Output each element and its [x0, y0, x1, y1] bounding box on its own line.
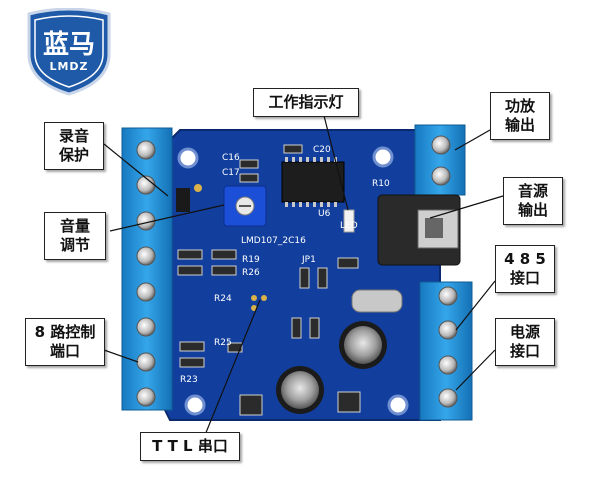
silk-r23: R23	[180, 375, 198, 385]
silk-r19: R19	[242, 255, 260, 265]
silk-u6: U6	[318, 209, 331, 219]
silk-c17: C17	[222, 168, 240, 178]
silk-r26: R26	[242, 268, 260, 278]
label-amp-output: 功放 输出	[490, 92, 550, 140]
silk-r24: R24	[214, 294, 232, 304]
silk-r10: R10	[372, 179, 390, 189]
silk-jp1: JP1	[301, 255, 316, 265]
silk-r25: R25	[214, 338, 232, 348]
silk-c16: C16	[222, 153, 240, 163]
label-485-port: 4 8 5 接口	[495, 245, 555, 293]
brand-name-cn: 蓝马	[42, 30, 95, 60]
label-8way-control-port: 8 路控制 端口	[25, 318, 105, 366]
silk-c20: C20	[313, 145, 331, 155]
label-record-protect: 录音 保护	[44, 122, 104, 170]
label-volume-adjust: 音量 调节	[44, 212, 106, 260]
brand-logo: 蓝马 LMDZ	[25, 7, 113, 96]
silk-led: LED	[340, 221, 358, 231]
silk-model: LMD107_2C16	[241, 236, 306, 246]
shield-icon	[27, 7, 111, 96]
label-ttl-serial: T T L 串口	[140, 432, 240, 461]
label-work-indicator: 工作指示灯	[253, 88, 359, 117]
label-audio-output: 音源 输出	[503, 177, 563, 225]
brand-name-en: LMDZ	[49, 60, 89, 73]
label-power-port: 电源 接口	[495, 318, 555, 366]
